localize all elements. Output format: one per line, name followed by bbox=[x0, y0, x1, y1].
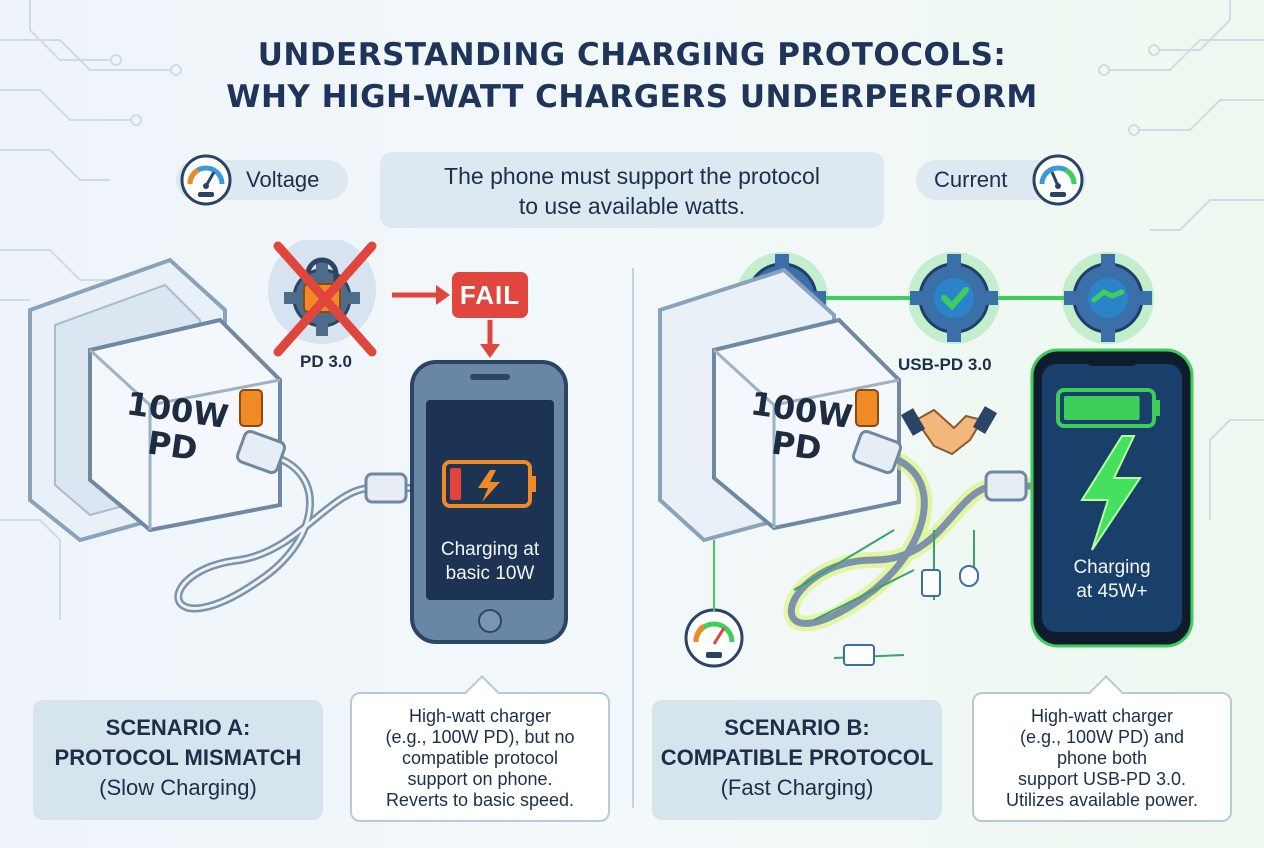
desc-line: phone both bbox=[1056, 748, 1148, 768]
scenario-b-protocol-label: USB-PD 3.0 bbox=[898, 355, 992, 374]
gear-lock-icon bbox=[268, 240, 377, 357]
scenario-b-charger-label: 100W PD bbox=[740, 384, 859, 472]
page-title: UNDERSTANDING CHARGING PROTOCOLS: WHY HI… bbox=[0, 34, 1264, 118]
scenario-b-subtitle: (Fast Charging) bbox=[720, 775, 874, 800]
scenario-a-phone-status: Charging at basic 10W bbox=[426, 538, 554, 586]
scenario-b-illustration bbox=[658, 252, 1194, 668]
scenario-a-label: SCENARIO A: PROTOCOL MISMATCH (Slow Char… bbox=[33, 700, 323, 820]
gauge-icon bbox=[1032, 154, 1084, 206]
desc-line: support USB-PD 3.0. bbox=[1017, 769, 1187, 789]
desc-line: Utilizes available power. bbox=[1005, 790, 1199, 810]
charging-cable bbox=[788, 451, 1034, 627]
phone-status-line-2: basic 10W bbox=[445, 563, 535, 584]
phone-a bbox=[410, 360, 568, 644]
banner-line-2: to use available watts. bbox=[518, 193, 746, 219]
scenario-b-title-1: SCENARIO B: bbox=[724, 715, 870, 740]
desc-line: (e.g., 100W PD) and bbox=[1019, 727, 1185, 747]
protocol-banner: The phone must support the protocol to u… bbox=[380, 152, 884, 228]
gear-handshake-icon bbox=[1062, 252, 1154, 344]
scenario-divider bbox=[632, 268, 634, 808]
desc-line: compatible protocol bbox=[401, 748, 559, 768]
phone-status-line-1: Charging at bbox=[440, 539, 540, 560]
voltage-label: Voltage bbox=[246, 167, 320, 192]
scenario-b-phone-status: Charging at 45W+ bbox=[1042, 556, 1182, 604]
title-line-2: WHY HIGH-WATT CHARGERS UNDERPERFORM bbox=[226, 79, 1038, 115]
gauge-icon bbox=[180, 154, 232, 206]
phone-b bbox=[1030, 348, 1194, 648]
scenario-b-description: High-watt charger (e.g., 100W PD) and ph… bbox=[972, 675, 1232, 822]
charger-brick bbox=[88, 317, 282, 533]
desc-line: High-watt charger bbox=[1030, 706, 1174, 726]
gear-check-icon bbox=[908, 252, 1000, 344]
scenario-a-title-1: SCENARIO A: bbox=[105, 715, 251, 740]
charger-brick bbox=[712, 317, 901, 531]
scenario-a-title-2: PROTOCOL MISMATCH bbox=[54, 745, 302, 770]
desc-line: (e.g., 100W PD), but no bbox=[385, 727, 575, 747]
fail-badge: FAIL bbox=[452, 272, 528, 318]
scenario-a-description: High-watt charger (e.g., 100W PD), but n… bbox=[350, 675, 610, 822]
scenario-b-title-2: COMPATIBLE PROTOCOL bbox=[660, 745, 934, 770]
current-label: Current bbox=[934, 167, 1008, 192]
handshake-icon bbox=[900, 406, 998, 456]
scenario-a-charger-label: 100W PD bbox=[116, 384, 235, 472]
scenario-b-label: SCENARIO B: COMPATIBLE PROTOCOL (Fast Ch… bbox=[652, 700, 942, 820]
lightning-icon bbox=[1080, 435, 1142, 551]
scenario-a-illustration bbox=[28, 240, 568, 644]
title-line-1: UNDERSTANDING CHARGING PROTOCOLS: bbox=[257, 37, 1007, 73]
phone-status-line-2: at 45W+ bbox=[1076, 581, 1148, 602]
data-flow-arrows bbox=[793, 529, 975, 659]
scenario-a-protocol-label: PD 3.0 bbox=[300, 352, 352, 371]
gauge-icon bbox=[684, 608, 744, 668]
desc-line: support on phone. bbox=[407, 769, 553, 789]
desc-line: Reverts to basic speed. bbox=[385, 790, 575, 810]
scenario-a-subtitle: (Slow Charging) bbox=[99, 775, 257, 800]
desc-line: High-watt charger bbox=[408, 706, 552, 726]
phone-status-line-1: Charging bbox=[1073, 557, 1151, 578]
banner-line-1: The phone must support the protocol bbox=[444, 163, 820, 189]
